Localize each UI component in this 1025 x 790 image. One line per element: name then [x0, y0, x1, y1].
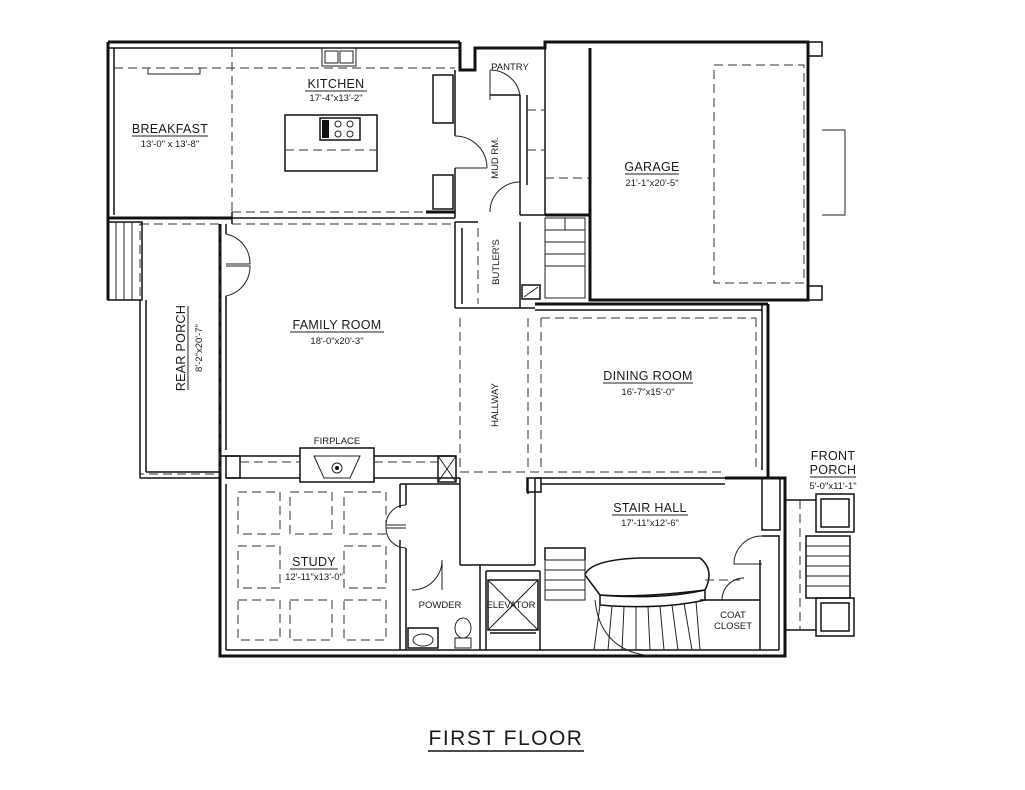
kitchen-label: KITCHEN [308, 77, 365, 91]
front-porch-label-2: PORCH [810, 463, 857, 477]
family-room-label: FAMILY ROOM [293, 318, 382, 332]
study-dim: 12'-11"x13'-0" [285, 572, 343, 583]
butlers-label: BUTLER'S [491, 239, 502, 285]
exterior-walls [106, 40, 823, 658]
refrigerator [432, 74, 454, 124]
fireplace-label: FIRPLACE [314, 436, 360, 447]
coat-closet-label-2: CLOSET [714, 621, 752, 632]
garage-window-bump [822, 129, 846, 216]
coat-closet-label-1: COAT [720, 610, 746, 621]
front-porch-structure [785, 493, 855, 637]
mud-room-label: MUD RM. [490, 137, 501, 179]
stair-hall-label: STAIR HALL [613, 501, 687, 515]
doors [225, 69, 763, 601]
stair-hall-dim: 17'-11"x12'-6" [621, 518, 679, 529]
interior-walls [220, 70, 761, 650]
oven [432, 174, 454, 210]
bathroom-fixtures [407, 617, 472, 649]
family-room-dim: 18'-0"x20'-3" [310, 336, 363, 347]
rear-porch-dim: 8'-2"x20'-7" [194, 324, 205, 372]
cooktop-icon [319, 117, 361, 141]
elevator-label: ELEVATOR [486, 600, 535, 611]
plan-title-group: FIRST FLOOR [428, 727, 584, 752]
study-label: STUDY [292, 555, 336, 569]
breakfast-dim: 13'-0" x 13'-8" [141, 139, 199, 150]
study-coffered-ceiling [237, 491, 387, 641]
front-porch-label-1: FRONT [811, 449, 856, 463]
breakfast-label: BREAKFAST [132, 122, 208, 136]
toilet-icon [454, 617, 472, 639]
powder-label: POWDER [419, 600, 462, 611]
dashed-overhead-lines [114, 48, 805, 475]
elevator-shaft [487, 579, 539, 634]
garage-dim: 21'-1"x20'-5" [625, 178, 678, 189]
room-labels: KITCHEN 17'-4"x13'-2" BREAKFAST 13'-0" x… [132, 62, 857, 632]
pantry-label: PANTRY [491, 62, 529, 73]
front-porch-dim: 5'-0"x11'-1" [809, 481, 856, 492]
hallway-label: HALLWAY [490, 383, 501, 427]
kitchen-dim: 17'-4"x13'-2" [309, 93, 362, 104]
curved-staircase [544, 547, 740, 657]
service-stairs [521, 217, 586, 300]
fireplace-unit [299, 447, 375, 483]
rear-porch-steps [107, 221, 220, 479]
garage-label: GARAGE [624, 160, 679, 174]
plan-title: FIRST FLOOR [429, 727, 584, 750]
rear-porch-label: REAR PORCH [174, 305, 188, 391]
dining-room-label: DINING ROOM [603, 369, 692, 383]
sink-icon [412, 633, 434, 647]
kitchen-fixtures [147, 47, 454, 210]
kitchen-island [284, 114, 378, 172]
dining-room-dim: 16'-7"x15'-0" [621, 387, 674, 398]
